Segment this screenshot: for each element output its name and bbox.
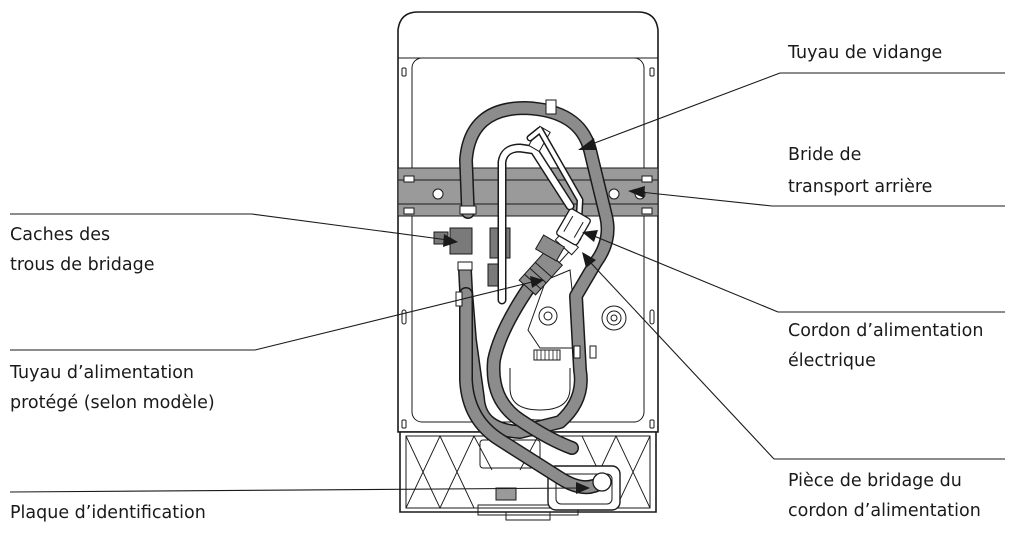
- label-rear-transport-bracket-line1: Bride de: [788, 145, 861, 165]
- label-rear-transport-bracket-line2: transport arrière: [788, 177, 932, 197]
- inner-components: [499, 269, 627, 421]
- label-drain-hose: Tuyau de vidange: [787, 43, 942, 63]
- drain-hose: [455, 99, 615, 495]
- power-cord: [526, 126, 591, 262]
- label-rating-plate: Plaque d’identification: [10, 503, 206, 523]
- labels: Tuyau de vidange Bride de transport arri…: [9, 43, 983, 523]
- label-bracket-hole-covers-line1: Caches des: [10, 225, 110, 245]
- cord-clamp: [534, 234, 566, 262]
- label-power-cord-line1: Cordon d’alimentation: [788, 321, 983, 341]
- inlet-hose: [486, 125, 580, 455]
- label-bracket-hole-covers-line2: trous de bridage: [10, 255, 154, 275]
- appliance-body: [397, 11, 659, 433]
- label-inlet-hose-line1: Tuyau d’alimentation: [9, 363, 194, 383]
- leader-lines: [9, 72, 1005, 494]
- label-inlet-hose-line2: protégé (selon modèle): [10, 393, 215, 413]
- label-power-cord-line2: électrique: [788, 351, 876, 371]
- arrowhead: [578, 138, 596, 150]
- appliance-base: [399, 431, 657, 521]
- label-cord-clamp-line1: Pièce de bridage du: [788, 471, 962, 491]
- label-cord-clamp-line2: cordon d’alimentation: [788, 501, 981, 521]
- rear-transport-bracket: [397, 167, 659, 217]
